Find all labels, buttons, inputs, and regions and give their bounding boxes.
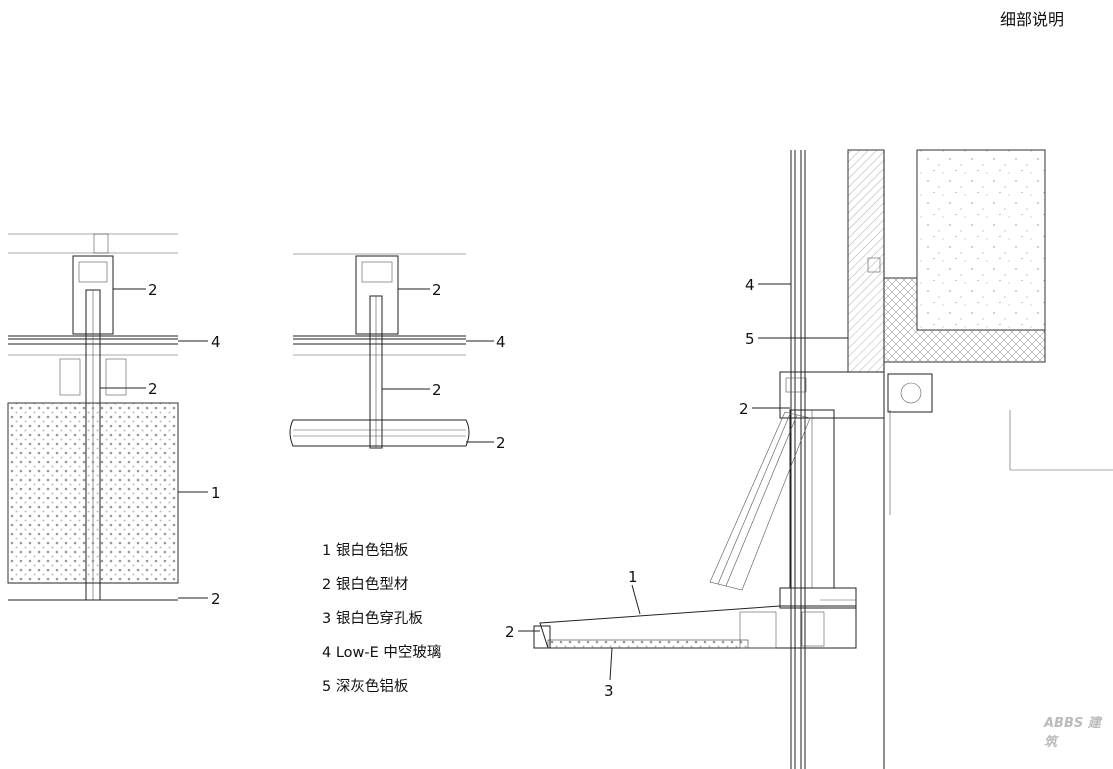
callout-middle-4: 2 <box>496 434 506 452</box>
legend-item: 4 Low-E 中空玻璃 <box>322 636 441 670</box>
callout-right-3: 2 <box>739 400 749 418</box>
legend-number: 5 <box>322 679 332 695</box>
left-detail <box>7 233 179 601</box>
legend-item: 1 银白色铝板 <box>322 534 441 568</box>
callout-middle-1: 2 <box>432 281 442 299</box>
callout-right-5: 2 <box>505 623 515 641</box>
callout-left-3: 2 <box>148 380 158 398</box>
legend-item: 2 银白色型材 <box>322 568 441 602</box>
legend-text: 银白色型材 <box>335 577 409 593</box>
legend-item: 5 深灰色铝板 <box>322 670 441 704</box>
legend-number: 3 <box>322 611 332 627</box>
callout-right-2: 5 <box>745 330 755 348</box>
callout-middle-2: 4 <box>496 333 506 351</box>
page-title: 细部说明 <box>1000 10 1065 29</box>
legend-number: 2 <box>322 577 332 593</box>
callout-right-1: 4 <box>745 276 755 294</box>
callout-right-6: 3 <box>604 682 614 700</box>
callout-left-4: 1 <box>211 484 221 502</box>
middle-detail <box>289 253 470 449</box>
callout-left-1: 2 <box>148 281 158 299</box>
legend-text: Low-E 中空玻璃 <box>335 645 442 661</box>
legend-text: 银白色铝板 <box>335 543 409 559</box>
callout-middle-3: 2 <box>432 381 442 399</box>
legend-number: 1 <box>322 543 332 559</box>
right-section-detail <box>533 149 1113 769</box>
leader-lines <box>100 283 848 681</box>
watermark-logo: ABBS 建筑 <box>1044 716 1101 750</box>
legend-item: 3 银白色穿孔板 <box>322 602 441 636</box>
callouts: 2 4 2 1 2 2 4 2 2 4 5 2 1 2 3 <box>148 276 755 700</box>
legend-number: 4 <box>322 645 332 661</box>
legend-text: 深灰色铝板 <box>335 679 409 695</box>
legend: 1 银白色铝板 2 银白色型材 3 银白色穿孔板 4 Low-E 中空玻璃 5 … <box>322 534 441 704</box>
callout-right-4: 1 <box>628 568 638 586</box>
callout-left-2: 4 <box>211 333 221 351</box>
legend-text: 银白色穿孔板 <box>335 611 423 627</box>
callout-left-5: 2 <box>211 590 221 608</box>
